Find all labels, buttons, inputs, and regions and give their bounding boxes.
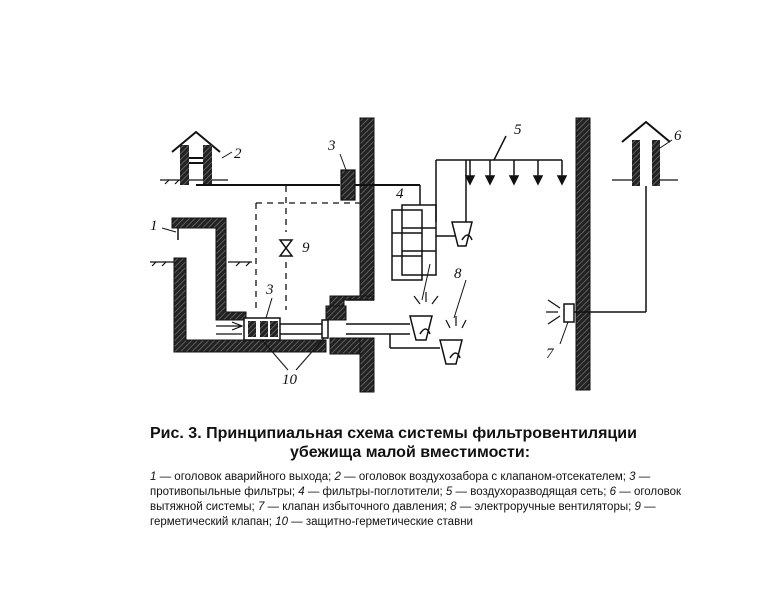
legend-number: 10 [275, 516, 288, 528]
air-intake-head [171, 130, 221, 185]
filter-absorbers [391, 185, 456, 281]
label-4: 4 [396, 186, 404, 202]
leader-6 [659, 139, 673, 149]
legend-number: 1 [150, 471, 157, 483]
legend-text: — фильтры-поглотители; [304, 486, 446, 498]
label-10: 10 [282, 372, 298, 388]
caption-title: Рис. 3. Принципиальная схема системы фил… [150, 424, 710, 462]
label-6: 6 [674, 128, 682, 144]
legend-text: — оголовок аварийного выхода; [156, 471, 335, 483]
ventilation-schematic: 1 2 3 3 4 5 6 7 8 9 10 [150, 117, 682, 393]
legend-number: 5 [445, 486, 453, 498]
legend-text: — оголовок воздухозабора с клапаном-отсе… [340, 471, 630, 483]
leaders-10 [261, 337, 325, 371]
legend-number: 9 [634, 501, 641, 513]
intake-duct-bottom [280, 319, 440, 349]
exhaust-head [592, 120, 678, 313]
overpressure-valve [546, 299, 592, 345]
caption-prefix: Рис. 3. [150, 425, 202, 442]
label-2: 2 [234, 146, 242, 162]
leader-1 [161, 227, 177, 233]
dust-filter-bottom [216, 317, 281, 341]
legend-text: — воздухоразводящая сеть; [452, 486, 610, 498]
label-9: 9 [302, 240, 310, 256]
legend-text: — оголовок вытяжной системы; [150, 486, 682, 513]
leader-3a [339, 153, 347, 171]
hermetic-valve [278, 239, 294, 257]
legend-number: 3 [629, 471, 636, 483]
legend-number: 4 [298, 486, 305, 498]
label-5: 5 [514, 122, 522, 138]
legend-text: — герметический клапан; [150, 501, 656, 528]
electric-fans [409, 221, 473, 365]
right-wall [575, 117, 591, 391]
bypass-duct [255, 186, 360, 310]
air-distribution-net [435, 135, 568, 222]
caption-legend: 1 — оголовок аварийного выхода; 2 — огол… [150, 470, 695, 530]
shelter-wall [325, 117, 375, 393]
figure-caption: Рис. 3. Принципиальная схема системы фил… [150, 424, 710, 530]
dust-filter-top [340, 169, 356, 201]
label-1: 1 [150, 218, 158, 234]
legend-number: 7 [257, 501, 265, 513]
leader-2 [221, 151, 233, 159]
legend-number: 8 [450, 501, 457, 513]
caption-title-line2: убежища малой вместимости: [290, 444, 531, 461]
label-3b: 3 [265, 282, 274, 298]
legend-number: 2 [334, 471, 341, 483]
label-3a: 3 [327, 138, 336, 154]
leader-3b [265, 297, 273, 319]
label-7: 7 [546, 346, 555, 362]
caption-title-line1: Принципиальная схема системы фильтровент… [206, 425, 637, 442]
legend-text: — электроручные вентиляторы; [456, 501, 635, 513]
legend-number: 6 [609, 486, 617, 498]
legend-text: — противопыльные фильтры; [150, 471, 651, 498]
label-8: 8 [454, 266, 462, 282]
legend-text: — защитно-герметические ставни [287, 516, 473, 528]
legend-text: — клапан избыточного давления; [264, 501, 451, 513]
